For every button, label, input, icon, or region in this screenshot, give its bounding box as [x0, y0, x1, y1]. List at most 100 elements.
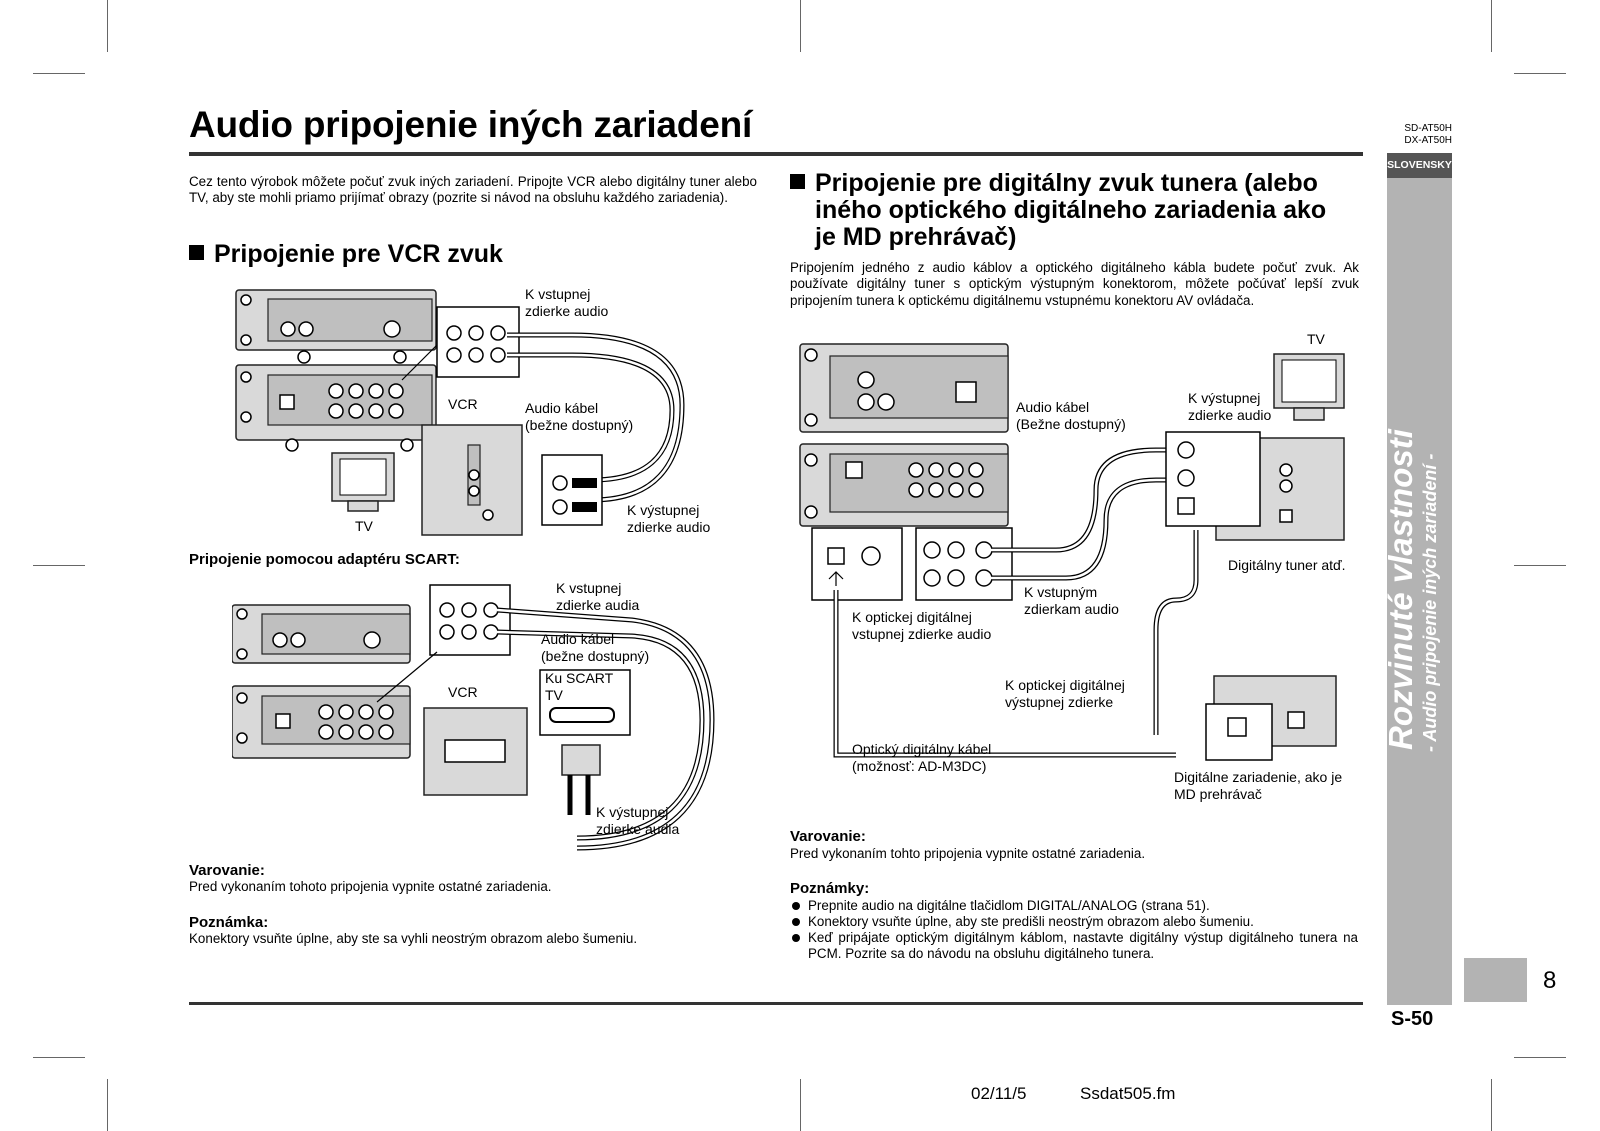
footer-file: Ssdat505.fm [1080, 1084, 1176, 1103]
d3-in-label-1: K vstupným [1024, 584, 1098, 600]
main-unit [799, 443, 1009, 527]
tv-device [1273, 353, 1345, 421]
vcr-device [421, 424, 523, 536]
av-receiver-unit [235, 289, 437, 364]
model-numbers: SD-AT50H DX-AT50H [1380, 123, 1452, 147]
d3-cable-label-1: Audio kábel [1016, 399, 1090, 415]
d3-optcable-label-2: (možnosť: AD-M3DC) [852, 758, 987, 774]
sidebar-title: Rozvinuté vlastnosti [1382, 429, 1419, 750]
d3-out-label-2: zdierke audio [1188, 407, 1272, 423]
left-warning-text: Pred vykonaním tohoto pripojenia vypnite… [189, 879, 552, 894]
input-jack-zoom [401, 306, 520, 381]
right-intro: Pripojením jedného z audio káblov a opti… [790, 260, 1359, 308]
output-jack-zoom [541, 454, 603, 526]
d3-cable-label-2: (Bežne dostupný) [1016, 416, 1126, 432]
main-unit [235, 364, 437, 452]
crop-mark [1514, 73, 1566, 74]
footer-date: 02/11/5 [971, 1084, 1027, 1103]
d3-optout-label-2: výstupnej zdierke [1005, 694, 1114, 710]
d2-cable-label-1: Audio kábel [541, 631, 615, 647]
crop-mark [800, 0, 801, 52]
page-title: Audio pripojenie iných zariadení [189, 104, 753, 145]
square-bullet-icon [189, 245, 204, 260]
digital-connection-diagram [799, 343, 1345, 761]
d1-in-label-2: zdierke audio [525, 303, 609, 319]
digital-tuner-device [1165, 431, 1345, 541]
digital-in-zoom [811, 527, 903, 601]
crop-mark [1491, 1079, 1492, 1131]
d3-optout-label-1: K optickej digitálnej [1005, 677, 1125, 693]
crop-mark [33, 1057, 85, 1058]
d1-vcr-label: VCR [448, 396, 478, 412]
av-receiver-unit [232, 604, 411, 664]
audio-in-zoom [915, 527, 1013, 601]
left-note-text: Konektory vsuňte úplne, aby ste sa vyhli… [189, 931, 638, 946]
d2-vcr-label: VCR [448, 684, 478, 700]
crop-mark [1514, 565, 1566, 566]
sidebar [1387, 155, 1452, 1005]
d1-tv-label: TV [355, 518, 373, 534]
left-warning-title: Varovanie: [189, 862, 265, 879]
right-notes-title: Poznámky: [790, 880, 870, 897]
square-bullet-icon [790, 174, 805, 189]
crop-mark [107, 1079, 108, 1131]
d2-in-label-2: zdierke audia [556, 597, 640, 613]
md-player-device [1205, 675, 1337, 761]
d2-out-label-2: zdierke audia [596, 821, 680, 837]
d1-in-label-1: K vstupnej [525, 286, 591, 302]
left-intro: Cez tento výrobok môžete počuť zvuk inýc… [189, 174, 757, 206]
left-note-title: Poznámka: [189, 914, 269, 931]
section-digital-title: Pripojenie pre digitálny zvuk tunera (al… [790, 170, 1360, 251]
chapter-tab [1464, 958, 1527, 1002]
section-digital-title-1: Pripojenie pre digitálny zvuk tunera (al… [815, 169, 1318, 197]
d1-out-label-2: zdierke audio [627, 519, 711, 535]
crop-mark [1514, 1057, 1566, 1058]
main-unit [232, 685, 411, 759]
header-rule [189, 152, 1363, 156]
sidebar-subtitle: - Audio pripojenie iných zariadení - [1420, 453, 1440, 752]
right-warning-text: Pred vykonaním tohto pripojenia vypnite … [790, 846, 1146, 861]
note-item: Prepnite audio na digitálne tlačidlom DI… [790, 898, 1358, 914]
section-digital-line-1: Pripojenie pre digitálny zvuk tunera (al… [790, 170, 1360, 197]
d1-out-label-1: K výstupnej [627, 502, 700, 518]
d2-scart-label-1: Ku SCART [545, 670, 614, 686]
av-receiver-unit [799, 343, 1009, 433]
d1-cable-label-2: (bežne dostupný) [525, 417, 634, 433]
crop-mark [800, 1079, 801, 1131]
d3-out-label-1: K výstupnej [1188, 390, 1261, 406]
model-2: DX-AT50H [1404, 135, 1452, 146]
note-item: Keď pripájate optickým digitálnym káblom… [790, 930, 1358, 962]
scart-adapter [539, 669, 631, 815]
vcr-device [423, 707, 528, 796]
section-digital-title-2: iného optického digitálneho zariadenia a… [815, 196, 1327, 224]
chapter-number: 8 [1543, 967, 1557, 994]
model-1: SD-AT50H [1404, 123, 1452, 134]
language-tab: SLOVENSKY [1387, 153, 1452, 178]
right-notes-list: Prepnite audio na digitálne tlačidlom DI… [790, 898, 1358, 962]
scart-heading: Pripojenie pomocou adaptéru SCART: [189, 551, 460, 568]
page-number: S-50 [1391, 1008, 1434, 1030]
section-vcr-title: Pripojenie pre VCR zvuk [189, 241, 503, 268]
input-jack-zoom [376, 584, 511, 703]
d2-cable-label-2: (bežne dostupný) [541, 648, 650, 664]
d3-md-label-1: Digitálne zariadenie, ako je [1174, 769, 1343, 785]
vcr-connection-diagram [235, 289, 685, 536]
footer-rule [189, 1002, 1363, 1005]
d3-optcable-label-1: Optický digitálny kábel [852, 741, 992, 757]
section-vcr-title-text: Pripojenie pre VCR zvuk [214, 240, 503, 268]
d2-scart-label-2: TV [545, 687, 563, 703]
crop-mark [107, 0, 108, 52]
d3-tv-label: TV [1307, 331, 1325, 347]
crop-mark [1491, 0, 1492, 52]
d3-in-label-2: zdierkam audio [1024, 601, 1119, 617]
d3-md-label-2: MD prehrávač [1174, 786, 1262, 802]
d3-optin-label-1: K optickej digitálnej [852, 609, 972, 625]
right-warning-title: Varovanie: [790, 828, 866, 845]
tv-device [331, 452, 395, 512]
section-digital-title-3: je MD prehrávač) [815, 223, 1017, 251]
note-item: Konektory vsuňte úplne, aby ste predišli… [790, 914, 1358, 930]
d2-in-label-1: K vstupnej [556, 580, 622, 596]
crop-mark [33, 565, 85, 566]
d3-optin-label-2: vstupnej zdierke audio [852, 626, 992, 642]
d1-cable-label-1: Audio kábel [525, 400, 599, 416]
